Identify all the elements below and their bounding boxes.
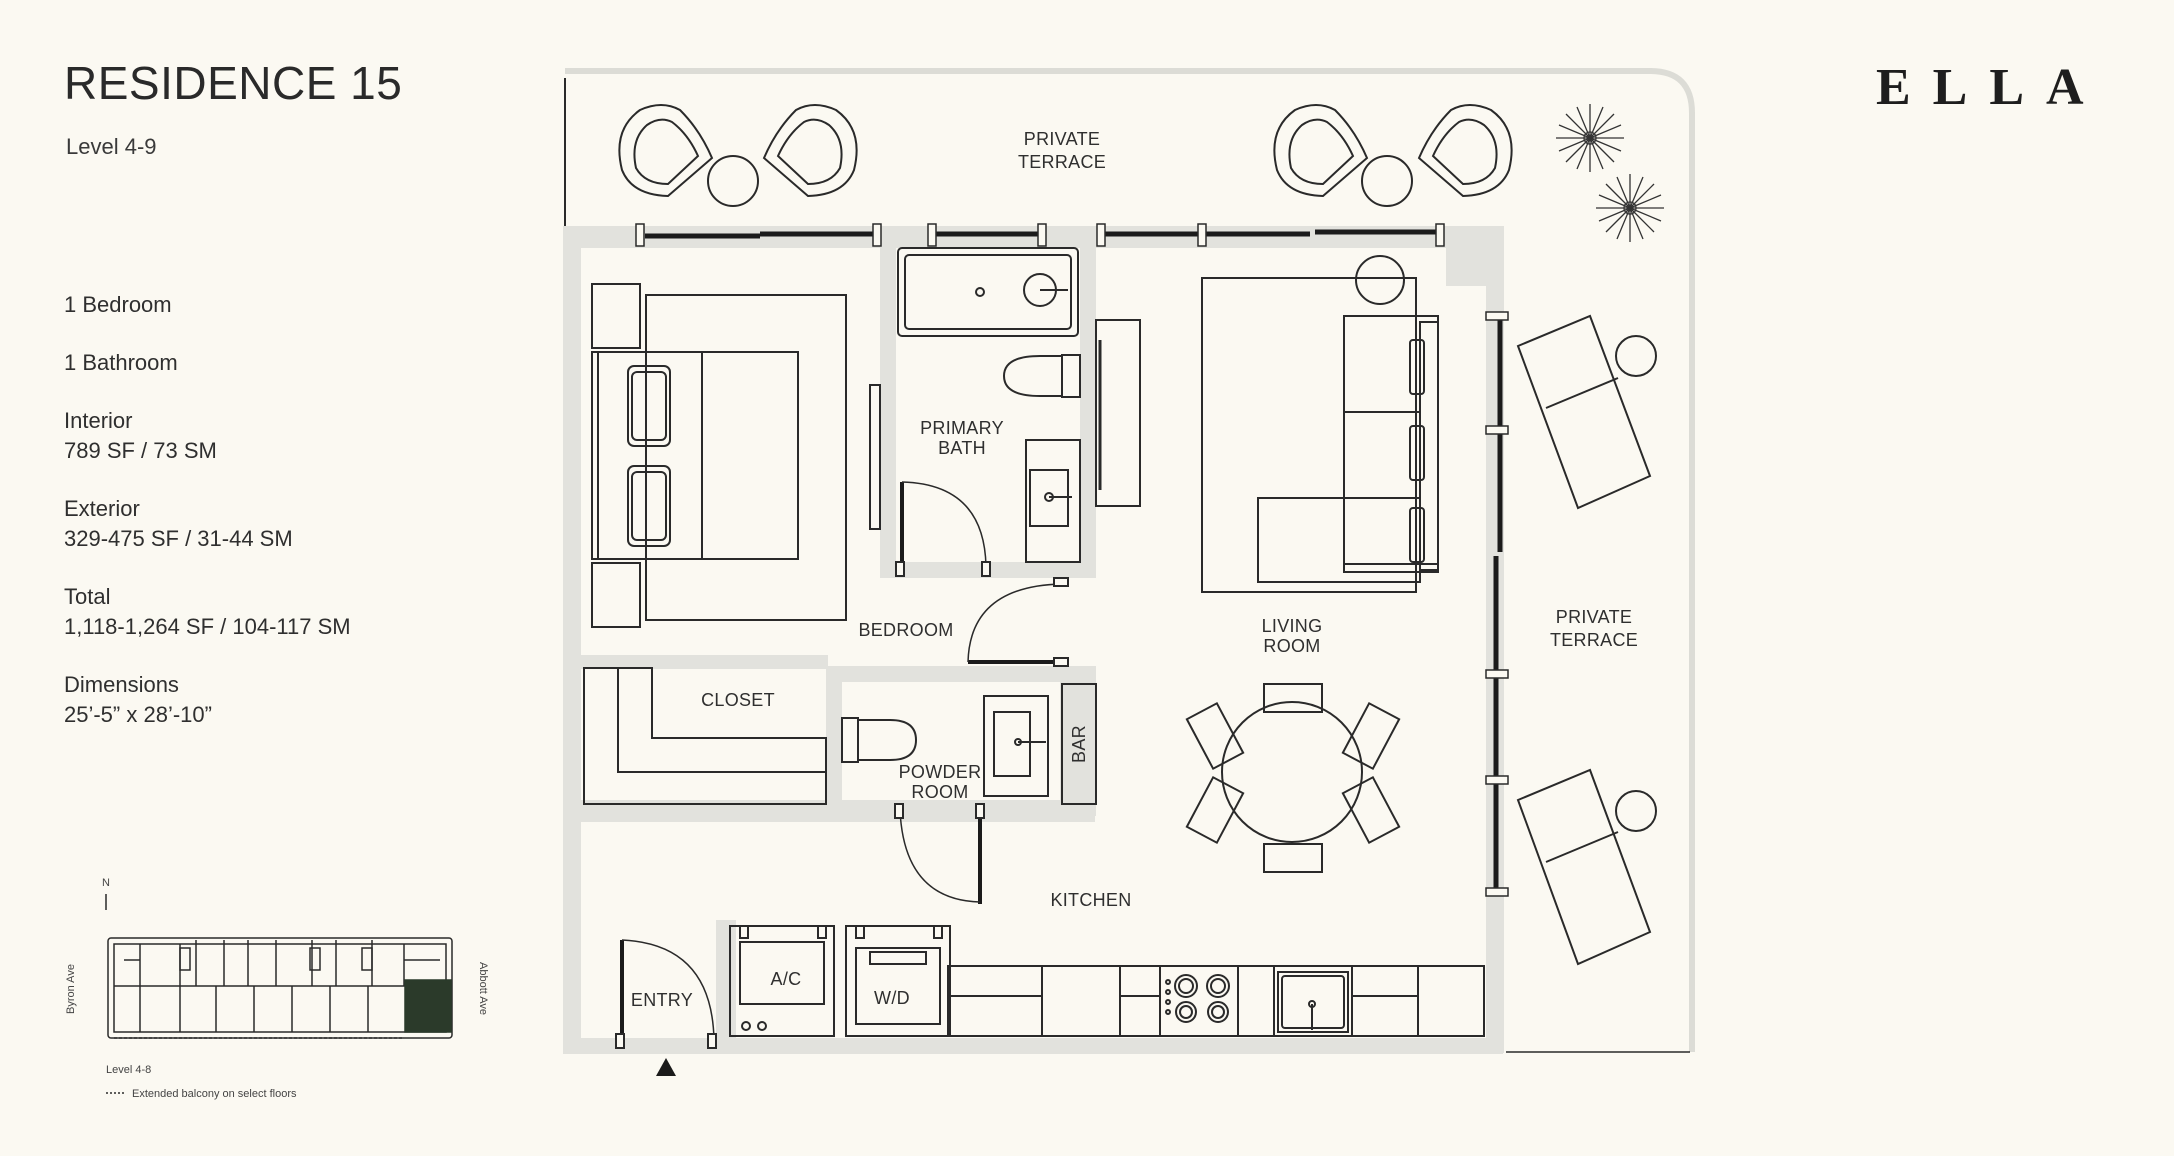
label-entry: ENTRY xyxy=(631,990,693,1010)
key-plan-level: Level 4-8 xyxy=(106,1064,151,1076)
plant-icon xyxy=(1596,174,1664,242)
interior-label: Interior xyxy=(64,408,133,433)
door-powder-room xyxy=(894,803,985,904)
ella-logo: ELLA xyxy=(1876,59,2106,116)
terrace-outline xyxy=(565,68,1695,1052)
plant-icon xyxy=(1556,104,1624,172)
sun-lounger-lower xyxy=(1516,768,1657,966)
label-primary-bath: PRIMARY xyxy=(920,418,1004,438)
label-wd: W/D xyxy=(874,988,910,1008)
dimensions-value: 25’-5” x 28’-10” xyxy=(64,702,212,727)
door-bedroom xyxy=(967,577,1069,667)
label-primary-bath-2: BATH xyxy=(938,438,986,458)
residence-title: RESIDENCE 15 xyxy=(64,57,403,109)
label-private-terrace-right-2: TERRACE xyxy=(1550,630,1638,650)
window-mullions-right xyxy=(1485,311,1509,897)
label-private-terrace-top: PRIVATE xyxy=(1024,129,1100,149)
exterior-value: 329-475 SF / 31-44 SM xyxy=(64,526,293,551)
door-primary-bath xyxy=(895,481,991,577)
linen-cabinet xyxy=(1095,319,1141,507)
interior-value: 789 SF / 73 SM xyxy=(64,438,217,463)
powder-toilet xyxy=(841,717,918,763)
label-living-room: LIVING xyxy=(1262,616,1323,636)
terrace-lounge-set-right xyxy=(1273,104,1513,207)
bedrooms-value: 1 Bedroom xyxy=(64,292,172,317)
exterior-label: Exterior xyxy=(64,496,140,521)
label-private-terrace-right: PRIVATE xyxy=(1556,607,1632,627)
powder-sink xyxy=(983,695,1049,797)
total-value: 1,118-1,264 SF / 104-117 SM xyxy=(64,614,351,639)
specs-list: 1 Bedroom 1 Bathroom Interior 789 SF / 7… xyxy=(64,290,351,758)
ac-unit xyxy=(729,925,835,1037)
key-plan-unit-highlight xyxy=(404,979,452,1033)
street-byron: Byron Ave xyxy=(65,964,77,1014)
bed xyxy=(591,294,847,621)
walls xyxy=(563,226,1504,1054)
spec-bedrooms: 1 Bedroom xyxy=(64,290,351,320)
kitchen-sink xyxy=(1277,971,1349,1033)
label-powder-room: POWDER xyxy=(899,762,982,782)
bathtub xyxy=(897,247,1079,337)
dining-table xyxy=(1185,683,1401,873)
door-entry xyxy=(615,939,717,1049)
key-plan: N Byron Ave Abbott Ave Level 4-8 Extende… xyxy=(65,877,489,1100)
north-label: N xyxy=(102,877,110,889)
sun-lounger-upper xyxy=(1516,314,1657,510)
label-living-room-2: ROOM xyxy=(1263,636,1320,656)
bedroom-mirror xyxy=(869,384,881,530)
label-private-terrace-top-2: TERRACE xyxy=(1018,152,1106,172)
nightstand xyxy=(591,283,641,349)
bathrooms-value: 1 Bathroom xyxy=(64,350,178,375)
kitchen-counter xyxy=(947,965,1485,1037)
window-mullions-top xyxy=(635,223,1445,247)
level-range: Level 4-9 xyxy=(66,134,157,159)
cooktop xyxy=(1165,974,1230,1023)
sectional-sofa xyxy=(1201,277,1439,593)
entry-arrow-icon xyxy=(656,1058,676,1076)
label-kitchen: KITCHEN xyxy=(1050,890,1131,910)
toilet xyxy=(1002,354,1081,398)
street-abbott: Abbott Ave xyxy=(477,962,489,1015)
label-powder-room-2: ROOM xyxy=(911,782,968,802)
key-plan-legend: Extended balcony on select floors xyxy=(132,1088,297,1100)
spec-interior: Interior 789 SF / 73 SM xyxy=(64,406,351,466)
bar-counter xyxy=(1061,683,1097,805)
washer-dryer xyxy=(845,925,951,1037)
label-bedroom: BEDROOM xyxy=(858,620,953,640)
vanity-sink xyxy=(1025,439,1081,563)
label-closet: CLOSET xyxy=(701,690,775,710)
total-label: Total xyxy=(64,584,111,609)
spec-bathrooms: 1 Bathroom xyxy=(64,348,351,378)
terrace-lounge-set-left xyxy=(618,104,858,207)
spec-exterior: Exterior 329-475 SF / 31-44 SM xyxy=(64,494,351,554)
label-ac: A/C xyxy=(771,969,802,989)
windows-right xyxy=(1493,318,1503,890)
label-bar: BAR xyxy=(1069,725,1089,763)
closet-shelving xyxy=(583,667,827,805)
spec-dimensions: Dimensions 25’-5” x 28’-10” xyxy=(64,670,351,730)
spec-total: Total 1,118-1,264 SF / 104-117 SM xyxy=(64,582,351,642)
side-table xyxy=(1355,255,1405,305)
dimensions-label: Dimensions xyxy=(64,672,179,697)
nightstand xyxy=(591,562,641,628)
windows-top xyxy=(645,229,1436,239)
